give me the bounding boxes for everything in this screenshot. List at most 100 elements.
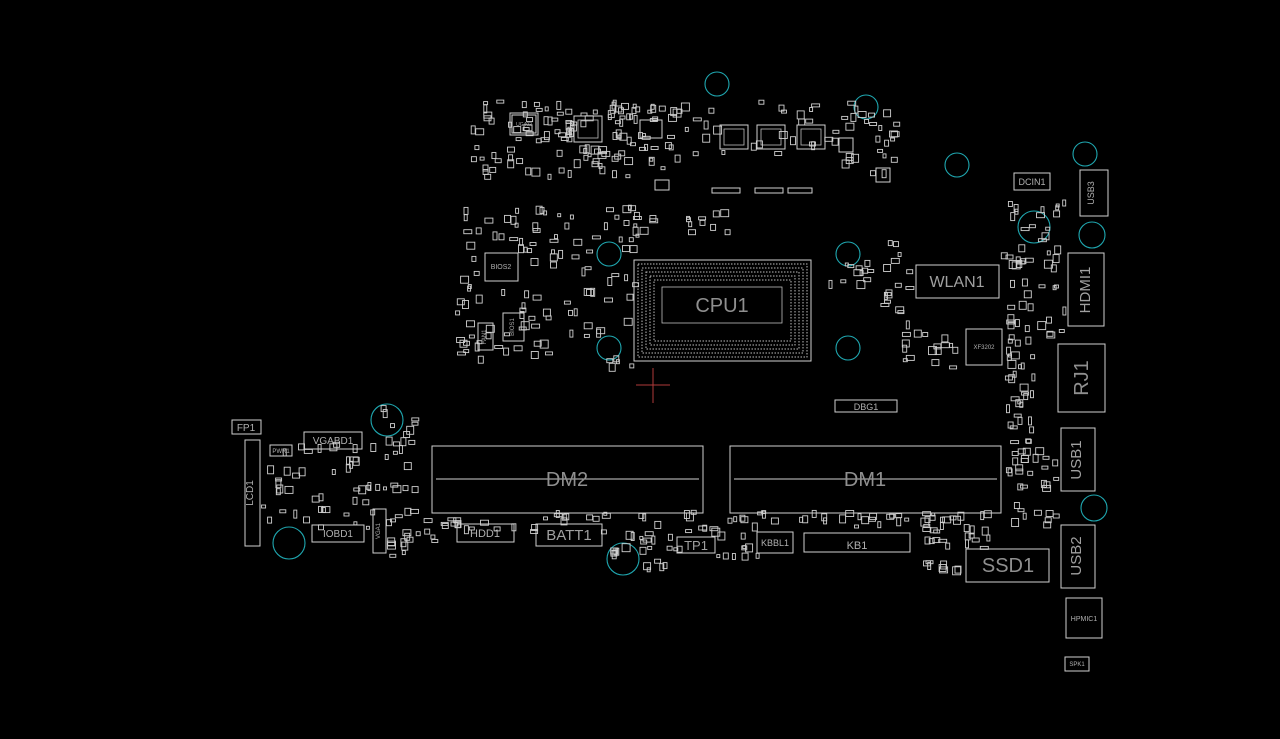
mount-hole[interactable] xyxy=(1080,494,1108,522)
smd-pad xyxy=(358,485,367,495)
smd-pad xyxy=(531,323,541,329)
dcin-connector[interactable]: DCIN1 xyxy=(1013,172,1051,191)
smd-pad xyxy=(940,516,945,523)
wlan-module[interactable]: WLAN1 xyxy=(915,264,1000,299)
smd-pad xyxy=(380,405,387,413)
smd-pad xyxy=(798,118,806,126)
smd-pad xyxy=(1018,300,1027,310)
smd-pad xyxy=(720,209,730,218)
mount-hole[interactable] xyxy=(704,71,730,97)
smd-pad xyxy=(699,219,706,226)
smd-pad xyxy=(1020,455,1029,463)
usb2-port[interactable]: USB2 xyxy=(1060,524,1096,589)
smd-pad xyxy=(375,483,381,491)
smd-pad xyxy=(638,132,643,140)
smd-pad xyxy=(1044,517,1052,524)
smd-pad xyxy=(884,299,891,304)
mount-hole[interactable] xyxy=(370,403,404,437)
mount-hole[interactable] xyxy=(1078,221,1106,249)
smd-pad xyxy=(884,292,892,297)
cpu-package[interactable]: CPU1 xyxy=(633,259,812,362)
smd-pad xyxy=(890,257,900,264)
bios2-chip[interactable]: BIOS2 xyxy=(484,252,519,282)
smd-pad xyxy=(1004,375,1013,381)
smd-pad xyxy=(609,104,616,114)
lcd-connector[interactable]: LCD1 xyxy=(244,439,261,547)
usb1-port[interactable]: USB1 xyxy=(1060,427,1096,492)
rj45-port[interactable]: RJ1 xyxy=(1057,343,1106,413)
smd-pad xyxy=(282,448,287,457)
smd-pad xyxy=(623,220,630,226)
mount-hole[interactable] xyxy=(606,542,640,576)
smd-pad xyxy=(596,328,602,338)
smd-pad xyxy=(854,105,859,114)
smd-pad xyxy=(949,515,957,521)
smd-pad xyxy=(513,126,522,134)
smd-pad xyxy=(587,153,592,158)
usb3-port[interactable]: USB3 xyxy=(1079,169,1109,217)
smd-pad xyxy=(649,157,654,162)
speaker-connector[interactable]: SPK1 xyxy=(1064,656,1090,672)
smd-pad xyxy=(1007,201,1013,207)
smd-pad xyxy=(610,549,618,557)
smd-pad xyxy=(922,527,932,532)
smd-pad xyxy=(1022,512,1027,520)
vga-connector[interactable]: VGA1 xyxy=(372,508,387,554)
mount-hole[interactable] xyxy=(596,335,622,361)
keyboard-connector[interactable]: KB1 xyxy=(803,532,911,553)
mount-hole[interactable] xyxy=(944,152,970,178)
smd-pad xyxy=(1005,254,1014,260)
smd-pad xyxy=(535,205,543,215)
mount-hole[interactable] xyxy=(835,241,861,267)
kbbl-connector[interactable]: KBBL1 xyxy=(756,531,794,554)
fingerprint-connector[interactable]: FP1 xyxy=(231,419,262,435)
smd-pad xyxy=(1052,513,1060,519)
ssd-connector[interactable]: SSD1 xyxy=(965,548,1050,583)
smd-pad xyxy=(508,154,514,162)
smd-pad xyxy=(402,485,409,492)
smd-pad xyxy=(543,516,548,521)
mount-hole[interactable] xyxy=(1017,210,1051,244)
vgabd-connector[interactable]: VGABD1 xyxy=(303,431,363,450)
smd-pad xyxy=(333,441,341,448)
hdmi-port[interactable]: HDMI1 xyxy=(1067,252,1105,327)
dimm-slot-dm2[interactable]: DM2 xyxy=(431,445,704,514)
mount-hole[interactable] xyxy=(835,335,861,361)
smd-pad xyxy=(1020,362,1025,370)
pwr-button[interactable]: PWR1 xyxy=(269,444,293,457)
hpmic-jack[interactable]: HPMIC1 xyxy=(1065,597,1103,639)
smd-pad xyxy=(1017,483,1024,491)
smd-pad xyxy=(560,137,569,141)
smd-pad xyxy=(931,512,936,517)
touchpad-connector[interactable]: TP1 xyxy=(676,536,716,554)
smd-pad xyxy=(727,517,733,524)
smd-pad xyxy=(1007,359,1017,369)
smd-pad xyxy=(410,508,419,514)
mount-hole[interactable] xyxy=(596,241,622,267)
smd-pad xyxy=(698,216,707,221)
smd-pad xyxy=(1017,448,1026,455)
smd-pad xyxy=(864,119,870,124)
smd-pad xyxy=(440,521,449,526)
smd-pad xyxy=(386,519,392,527)
smd-pad xyxy=(654,558,662,564)
xf-chip[interactable]: XF3202 xyxy=(965,328,1003,366)
iobd-connector[interactable]: IOBD1 xyxy=(311,524,365,543)
smd-pad xyxy=(855,265,863,271)
smd-pad xyxy=(685,529,693,534)
smd-pad xyxy=(805,118,814,124)
smd-pad xyxy=(654,520,662,529)
mount-hole[interactable] xyxy=(1072,141,1098,167)
mount-hole[interactable] xyxy=(272,526,306,560)
battery-connector[interactable]: BATT1 xyxy=(535,523,603,547)
smd-pad xyxy=(650,146,659,150)
smd-pad xyxy=(1012,457,1019,466)
smd-pad xyxy=(431,539,439,543)
smd-pad xyxy=(557,213,562,218)
smd-pad xyxy=(569,214,574,220)
fan-connector[interactable]: FAN1 xyxy=(477,322,494,351)
dimm-slot-dm1[interactable]: DM1 xyxy=(729,445,1002,514)
debug-header[interactable]: DBG1 xyxy=(834,399,898,413)
hdd-connector[interactable]: HDD1 xyxy=(456,523,515,543)
mount-hole[interactable] xyxy=(853,94,879,120)
